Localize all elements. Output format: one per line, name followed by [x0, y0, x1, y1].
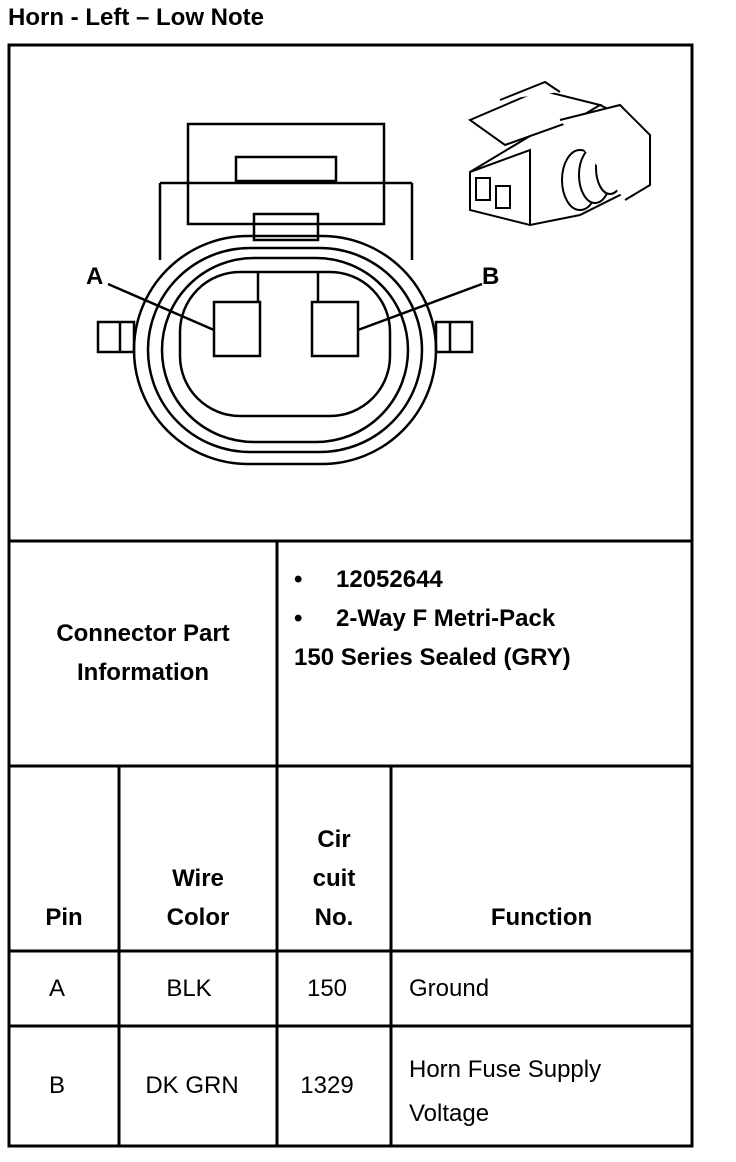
connector-info-label: Connector Part Information — [9, 614, 277, 692]
row-b-function-line1: Horn Fuse Supply — [409, 1056, 602, 1083]
connector-info-label-line1: Connector Part — [56, 620, 230, 647]
connector-info-details: • 12052644 • 2-Way F Metri-Pack 150 Series… — [294, 560, 571, 677]
pin-b-label: B — [482, 263, 499, 290]
row-b-function-line2: Voltage — [409, 1100, 490, 1127]
header-function: Function — [490, 904, 593, 931]
bullet-marker: • — [294, 605, 303, 632]
pin-a-label: A — [86, 263, 103, 290]
header-circuit: Cir cuit No. — [277, 820, 391, 937]
row-b-circuit: 1329 — [300, 1072, 354, 1099]
row-a-wire-color: BLK — [166, 975, 212, 1002]
row-a-circuit: 150 — [306, 975, 348, 1002]
header-wire-color: Wire Color — [119, 859, 277, 937]
page-title: Horn - Left – Low Note — [8, 4, 264, 31]
row-a-pin: A — [48, 975, 65, 1002]
row-a-function: Ground — [409, 975, 490, 1002]
row-b-pin: B — [48, 1072, 65, 1099]
header-pin: Pin — [45, 904, 83, 931]
connector-description-line1: 2-Way F Metri-Pack — [336, 605, 556, 632]
header-wire-color-line1: Wire — [172, 865, 224, 892]
connector-description-line2: 150 Series Sealed (GRY) — [294, 644, 571, 671]
table-frame — [7, 43, 694, 1148]
header-circuit-line3: No. — [314, 904, 354, 931]
header-circuit-line1: Cir — [317, 826, 351, 853]
part-number: 12052644 — [336, 566, 443, 593]
pin-b-leader — [357, 282, 483, 332]
connector-info-label-line2: Information — [76, 659, 209, 686]
bullet-marker: • — [294, 566, 303, 593]
row-b-wire-color: DK GRN — [145, 1072, 239, 1099]
pin-a-terminal — [212, 300, 262, 358]
connector-3d-illustration — [467, 80, 651, 227]
row-b-function: Horn Fuse Supply Voltage — [409, 1048, 601, 1136]
header-circuit-line2: cuit — [312, 865, 356, 892]
connector-face — [96, 122, 483, 466]
pin-a-leader — [107, 282, 215, 332]
header-wire-color-line2: Color — [166, 904, 230, 931]
pin-b-terminal — [310, 300, 360, 358]
